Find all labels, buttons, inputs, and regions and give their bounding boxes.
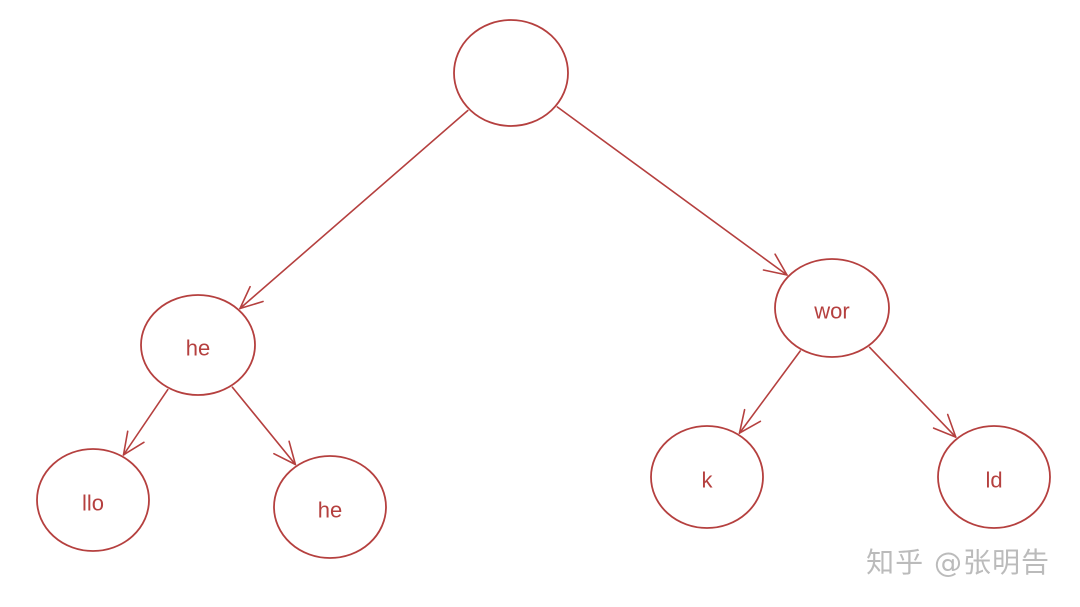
edge-wor-to-k <box>738 350 801 434</box>
arrowhead-icon <box>738 408 762 434</box>
edge-wor-to-ld <box>868 346 957 438</box>
edge-line <box>738 350 801 434</box>
node-label: llo <box>82 491 104 516</box>
node-label: ld <box>985 468 1002 493</box>
node-circle <box>774 258 890 358</box>
arrowhead-icon <box>762 253 788 276</box>
arrowhead-icon <box>122 430 145 456</box>
tree-node-k: k <box>650 425 764 529</box>
node-circle <box>453 19 569 127</box>
node-label: he <box>186 336 210 361</box>
arrowhead-icon <box>239 285 264 310</box>
node-circle <box>140 294 256 396</box>
node-circle <box>273 455 387 559</box>
node-circle <box>937 425 1051 529</box>
edge-line <box>556 106 788 276</box>
node-circle <box>650 425 764 529</box>
edge-he-1-to-llo <box>122 388 169 456</box>
nodes-layer: he wor llo he k ld <box>36 19 1051 559</box>
edge-line <box>122 388 169 456</box>
tree-node-he-2: he <box>273 455 387 559</box>
node-label: wor <box>813 299 849 324</box>
node-label: he <box>318 498 342 523</box>
arrowhead-icon <box>273 440 297 466</box>
edge-line <box>239 109 469 310</box>
edge-root-to-he-1 <box>239 109 469 310</box>
node-label: k <box>702 468 714 493</box>
tree-node-llo: llo <box>36 448 150 552</box>
tree-node-root <box>453 19 569 127</box>
tree-node-he-1: he <box>140 294 256 396</box>
arrowhead-icon <box>932 413 957 438</box>
edge-line <box>868 346 957 438</box>
edge-he-1-to-he-2 <box>231 386 297 466</box>
watermark-text: 知乎 @张明告 <box>866 546 1050 579</box>
node-circle <box>36 448 150 552</box>
edge-root-to-wor <box>556 106 788 276</box>
tree-node-wor: wor <box>774 258 890 358</box>
edges-layer <box>122 106 957 466</box>
tree-node-ld: ld <box>937 425 1051 529</box>
edge-line <box>231 386 297 466</box>
